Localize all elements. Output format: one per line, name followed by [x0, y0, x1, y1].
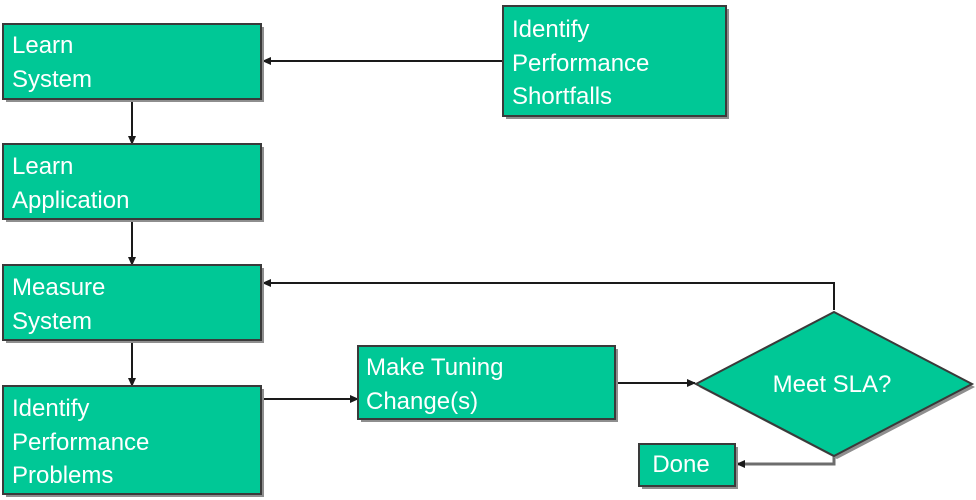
- edge-meet-sla-to-done: [736, 456, 836, 468]
- edge-meet-sla-to-measure-system: [262, 279, 835, 310]
- node-measure-system-label: Measure System: [12, 274, 112, 335]
- node-measure-system: Measure System: [2, 264, 264, 343]
- node-meet-sla-decision: Meet SLA?: [693, 310, 975, 459]
- node-identify-performance-problems-label: Identify Performance Problems: [12, 395, 156, 489]
- node-learn-application-label: Learn Application: [12, 153, 129, 214]
- node-make-tuning-changes: Make Tuning Change(s): [357, 345, 618, 422]
- node-identify-performance-problems: Identify Performance Problems: [2, 385, 264, 497]
- node-done-label: Done: [652, 451, 709, 478]
- node-learn-system: Learn System: [2, 23, 264, 102]
- node-meet-sla-label: Meet SLA?: [773, 371, 892, 398]
- edges: [128, 57, 836, 468]
- node-make-tuning-changes-label: Make Tuning Change(s): [366, 354, 510, 415]
- node-identify-performance-shortfalls-label: Identify Performance Shortfalls: [512, 16, 656, 110]
- node-identify-performance-shortfalls: Identify Performance Shortfalls: [502, 5, 729, 119]
- node-learn-system-label: Learn System: [12, 32, 92, 93]
- node-learn-application: Learn Application: [2, 143, 264, 222]
- node-done: Done: [638, 443, 738, 489]
